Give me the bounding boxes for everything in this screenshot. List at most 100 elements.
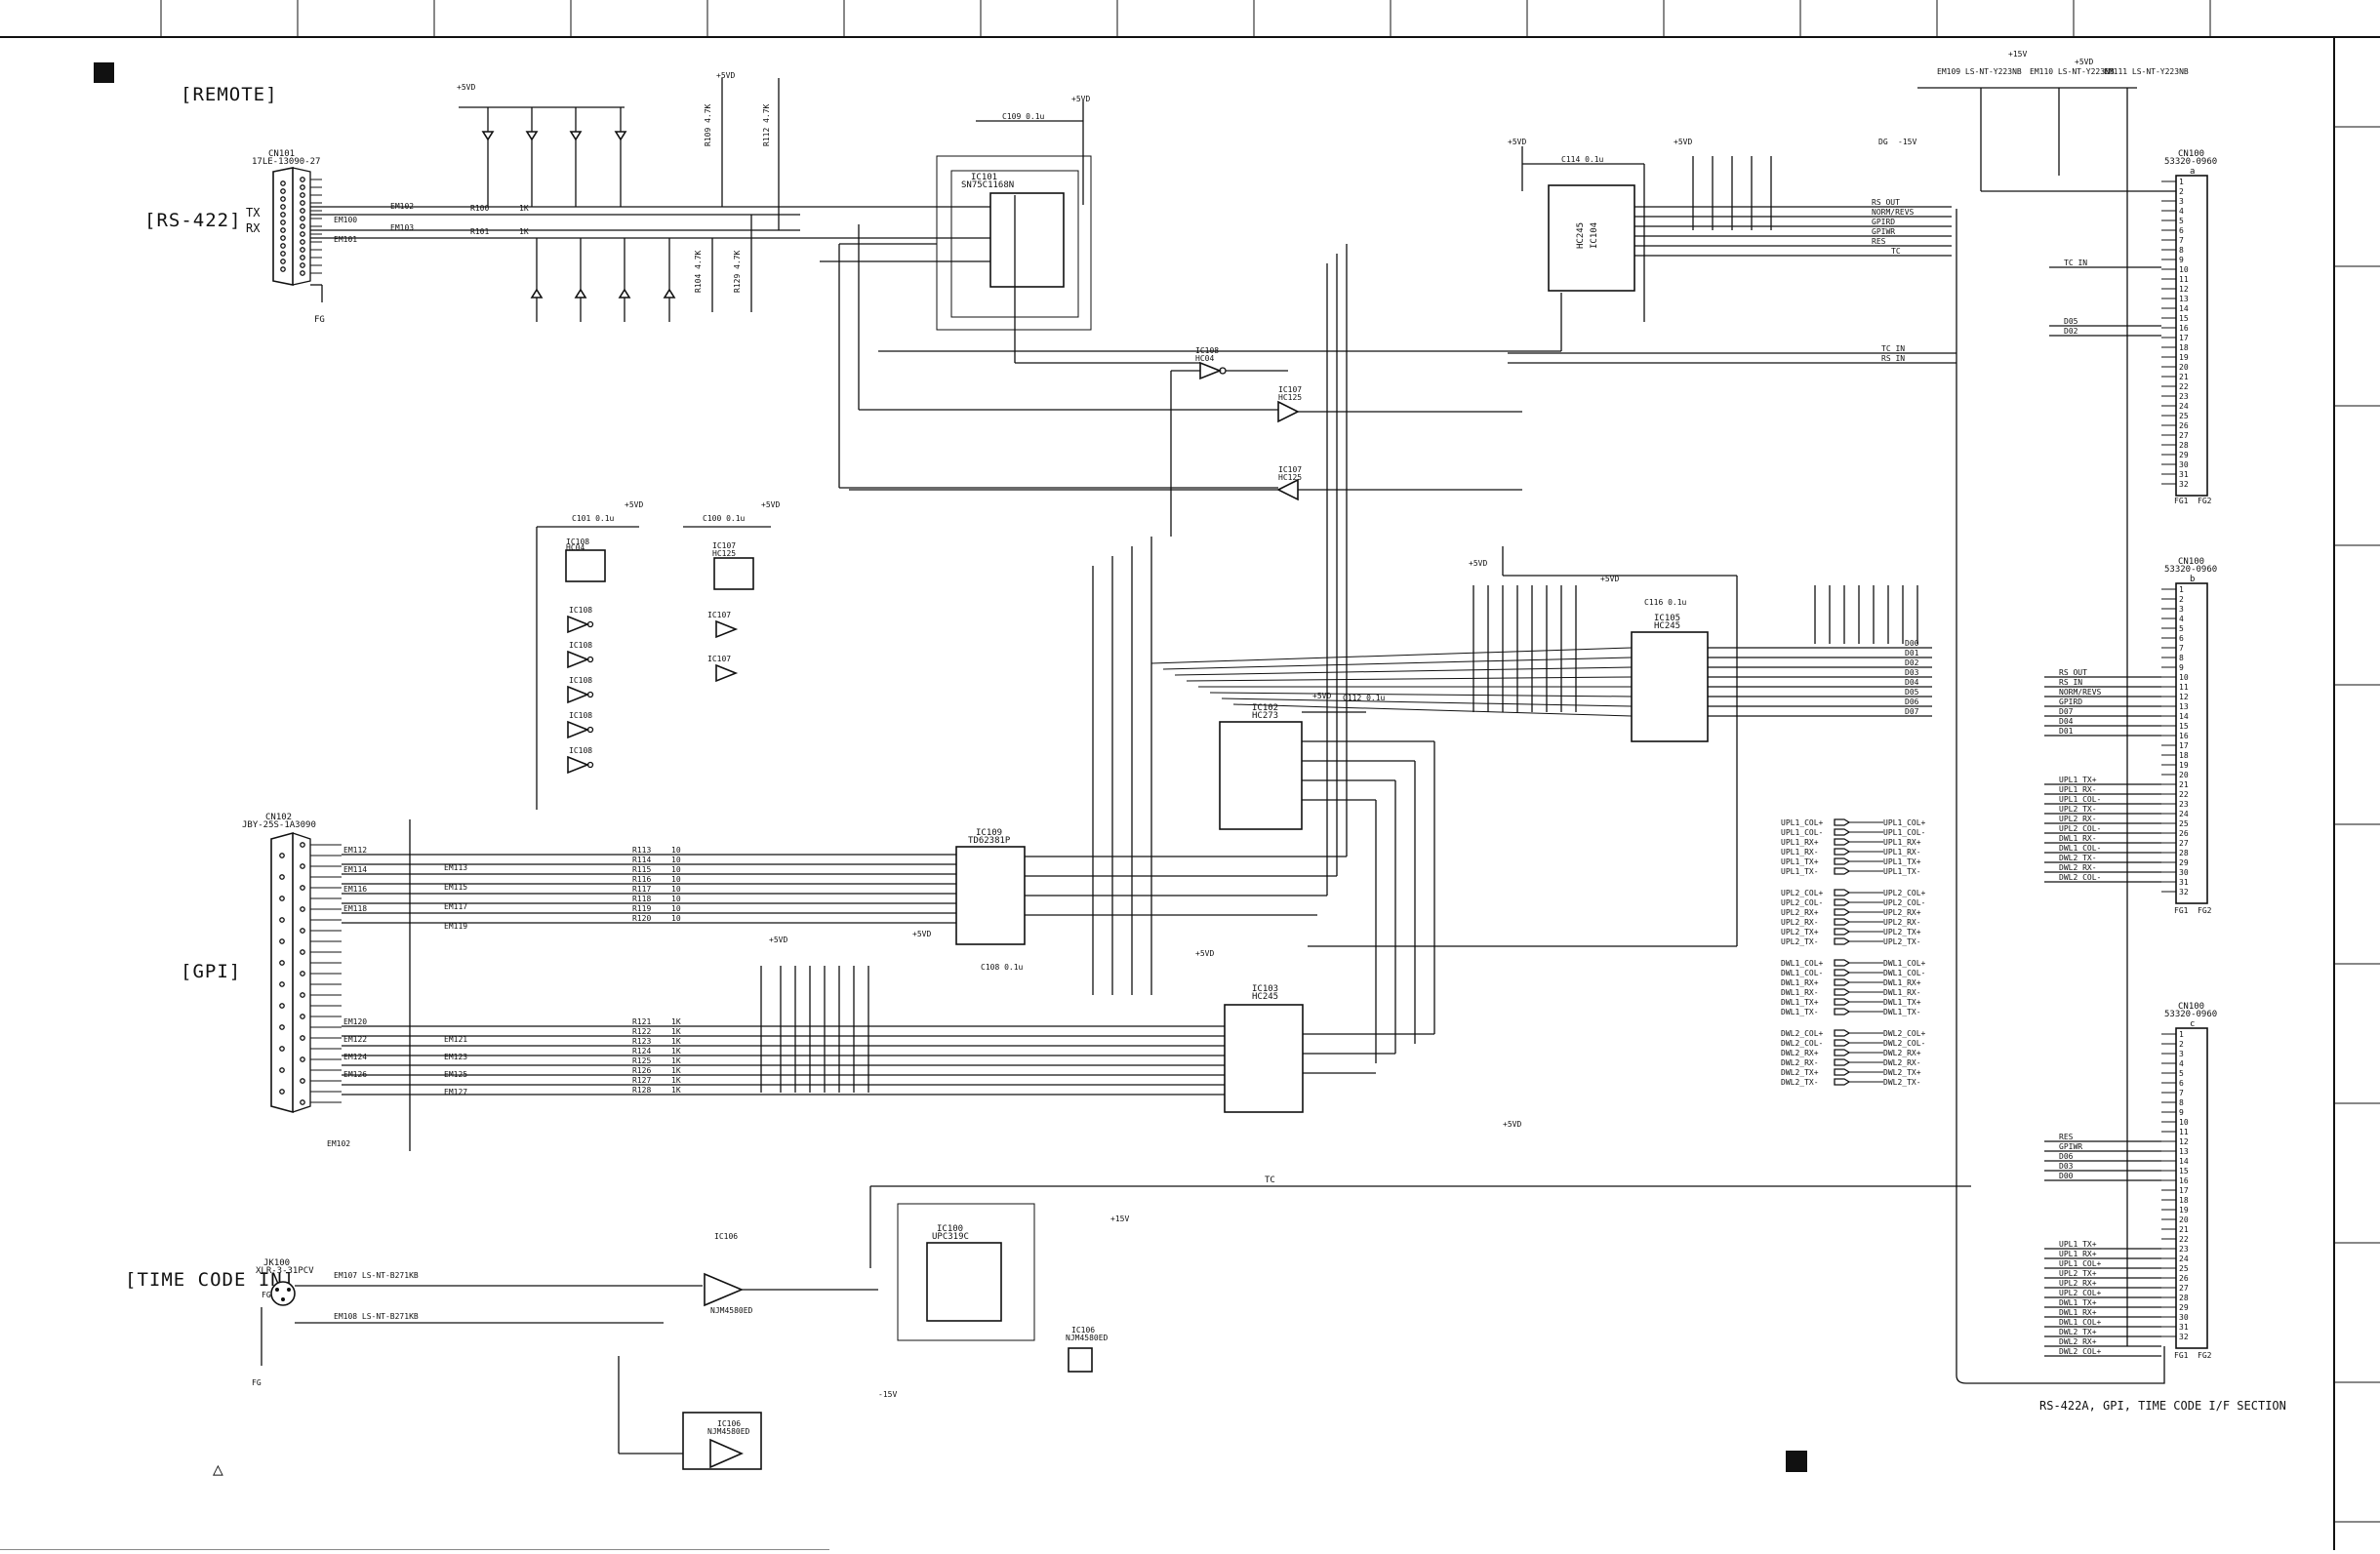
pin-number: 23 [2179,1245,2189,1254]
connector-signal: UPL2_COL- [2059,824,2101,833]
pin-number: 30 [2179,460,2189,469]
svg-text:EM103: EM103 [390,223,414,232]
svg-text:IC106: IC106 [1071,1326,1095,1335]
io-label: DWL2_COL+ [1781,1029,1824,1038]
io-label: DWL1_TX+ [1781,998,1819,1007]
chip-ic104: C114 0.1u +5VD +5VD HC245 IC104 [1508,138,1772,322]
io-port [1834,889,1851,897]
connector-signal: UPL2_RX- [2059,815,2097,823]
pin [279,874,285,880]
bus-wire [1221,697,1633,707]
pin [279,853,285,858]
pin-number: 7 [2179,644,2184,653]
svg-text:C100 0.1u: C100 0.1u [703,514,746,523]
svg-text:1K: 1K [519,227,529,236]
svg-text:FG: FG [252,1378,262,1387]
pin [279,896,285,901]
resistor-value: 1K [671,1037,681,1046]
resistor-value: 10 [671,904,681,913]
svg-text:EM107 LS-NT-B271KB: EM107 LS-NT-B271KB [334,1271,419,1280]
resistor-label: R128 [632,1086,651,1095]
tc-line: TC [869,1175,1971,1268]
connector-signal: D00 [2059,1172,2074,1180]
svg-text:+5VD: +5VD [1503,1120,1521,1129]
connector-signal: DWL1_TX+ [2059,1298,2097,1307]
resistor-label: R121 [632,1017,651,1026]
pin-number: 9 [2179,663,2184,672]
svg-text:EM101: EM101 [334,235,357,244]
connector-signal: DWL2_COL- [2059,873,2101,882]
footer-title: RS-422A, GPI, TIME CODE I/F SECTION [2039,1399,2286,1413]
resistor-value: 1K [671,1017,681,1026]
io-label: DWL1_TX- [1883,1008,1921,1016]
svg-text:+5VD: +5VD [625,500,643,509]
filter-label: EM117 [444,902,467,911]
pin-number: 24 [2179,1255,2189,1263]
connector-cn101: CN101 17LE-13090-27 FG [252,149,325,325]
resistor-value: 10 [671,895,681,903]
pin-number: 20 [2179,771,2189,779]
pin [280,227,286,233]
pin [300,1078,305,1084]
pin-number: 5 [2179,624,2184,633]
signal-label: TC_IN [1881,344,1905,353]
pin [300,1014,305,1019]
svg-text:HC125: HC125 [712,549,736,558]
connector-signal: DWL1_COL- [2059,844,2101,853]
signal-label: RS_IN [1881,354,1905,363]
resistor-label: R114 [632,856,651,864]
connector-signal: UPL1_COL- [2059,795,2101,804]
pin-number: 8 [2179,654,2184,662]
svg-text:CN100: CN100 [2178,557,2204,567]
diode-symbol [525,131,539,141]
filter-label: EM115 [444,883,467,892]
resistor-value: 1K [671,1027,681,1036]
pin [279,981,285,987]
resistor-value: 1K [671,1047,681,1056]
io-label: DWL2_TX- [1883,1078,1921,1087]
resistor-label: R113 [632,846,651,855]
connector-cn102: CN102 JBY-25S-1A3090 EM102 [242,813,350,1148]
bus-wire [1162,657,1633,670]
pin-number: 10 [2179,1118,2189,1127]
io-label: DWL2_COL+ [1883,1029,1926,1038]
svg-text:c: c [2190,1019,2195,1029]
resistor-label: R120 [632,914,651,923]
io-port [1834,1078,1851,1086]
io-label: DWL1_COL- [1781,969,1823,977]
svg-text:JK100: JK100 [263,1258,290,1268]
svg-text:+15V: +15V [1110,1215,1129,1223]
pin-number: 6 [2179,1079,2184,1088]
connector-signal: UPL2_TX- [2059,805,2097,814]
connector-signal: UPL2_RX+ [2059,1279,2097,1288]
connector-signal: UPL1_RX+ [2059,1250,2097,1258]
pin-number: 29 [2179,1303,2189,1312]
connector-signal: DWL2_COL+ [2059,1347,2102,1356]
connector-cn100b: CN100 53320-0960 b 123456789101112131415… [2161,557,2217,915]
pin-number: 24 [2179,810,2189,818]
svg-text:53320-0960: 53320-0960 [2164,565,2217,575]
pin-number: 16 [2179,324,2189,333]
svg-text:DG: DG [1878,138,1888,146]
pin-number: 26 [2179,829,2189,838]
svg-text:+5VD: +5VD [716,71,735,80]
resistor-value: 10 [671,914,681,923]
chip-ic102: IC102 HC273 C112 0.1u +5VD [1219,692,1386,830]
pin-number: 22 [2179,382,2189,391]
pin-number: 3 [2179,605,2184,614]
bus-label: D04 [1905,678,1919,687]
svg-text:+5VD: +5VD [1195,949,1214,958]
rs422-lines: EM102 EM100 EM103 EM101 R100 R101 1K 1K … [310,71,800,322]
svg-text:CN100: CN100 [2178,149,2204,159]
io-label: UPL2_COL- [1883,898,1925,907]
pin-number: 20 [2179,1215,2189,1224]
svg-text:+5VD: +5VD [1312,692,1331,700]
pin [300,928,305,934]
pin-number: 15 [2179,722,2189,731]
io-port [1834,1029,1851,1037]
connector-signal: DWL2_RX+ [2059,1337,2097,1346]
connector-signal: UPL2_COL+ [2059,1289,2102,1297]
connector-signal: DWL1_COL+ [2059,1318,2102,1327]
resistor-label: R119 [632,904,651,913]
connector-cn100c: CN100 53320-0960 c 123456789101112131415… [2161,1002,2217,1360]
